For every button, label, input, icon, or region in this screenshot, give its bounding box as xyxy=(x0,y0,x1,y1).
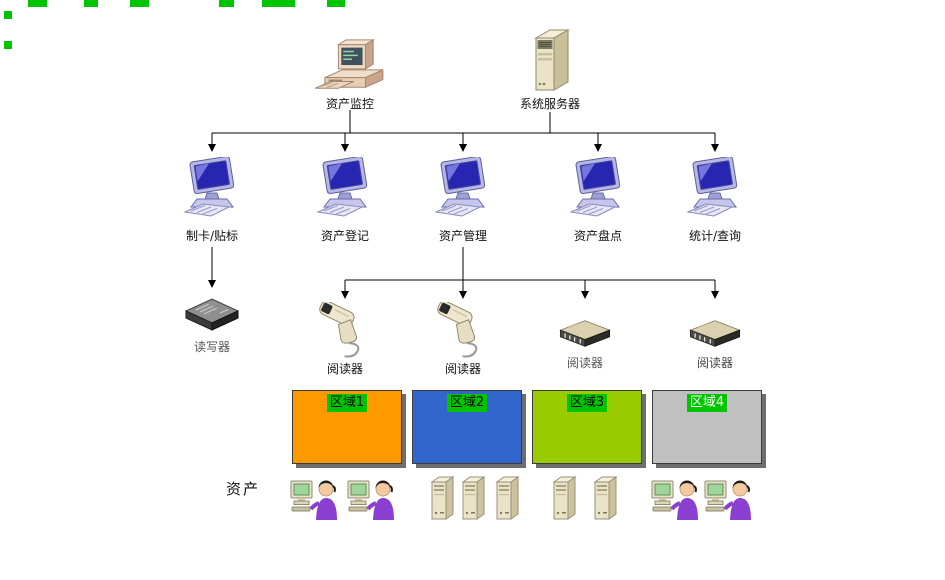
tower-pc-icon xyxy=(427,474,455,522)
box-reader-icon xyxy=(686,316,744,350)
zone-3-label: 区域3 xyxy=(566,394,608,412)
person-computer-icon xyxy=(704,476,756,522)
tower-pc-icon xyxy=(549,474,577,522)
node-card-reader-writer: 读写器 xyxy=(162,294,262,354)
person-computer-icon xyxy=(347,476,399,522)
zone-1: 区域1 xyxy=(292,390,402,464)
node-asset-monitoring: 资产监控 xyxy=(300,37,400,111)
node-asset-inventory: 资产盘点 xyxy=(548,157,648,243)
asset-management-label: 资产管理 xyxy=(438,229,487,243)
asset-inventory-label: 资产盘点 xyxy=(573,229,622,243)
tower-pc-icon xyxy=(492,474,520,522)
statistics-query-label: 统计/查询 xyxy=(688,229,742,243)
reader-1-label: 阅读器 xyxy=(326,362,363,376)
workstation-computer-icon xyxy=(317,157,373,219)
node-reader-2: 阅读器 xyxy=(413,302,513,376)
top-edge-artifact xyxy=(130,0,149,7)
top-edge-artifact xyxy=(84,0,98,7)
node-statistics-query: 统计/查询 xyxy=(665,157,765,243)
zone-2-label: 区域2 xyxy=(446,394,488,412)
person-computer-icon xyxy=(290,476,342,522)
asset-monitoring-label: 资产监控 xyxy=(325,97,374,111)
reader-2-label: 阅读器 xyxy=(444,362,481,376)
desktop-computer-icon xyxy=(314,37,386,95)
workstation-computer-icon xyxy=(184,157,240,219)
top-edge-artifact xyxy=(262,0,295,7)
workstation-computer-icon xyxy=(435,157,491,219)
box-reader-icon xyxy=(556,316,614,350)
asset-registration-label: 资产登记 xyxy=(320,229,369,243)
node-asset-registration: 资产登记 xyxy=(295,157,395,243)
server-icon xyxy=(526,28,574,96)
top-edge-artifact xyxy=(219,0,234,7)
node-reader-3: 阅读器 xyxy=(535,316,635,370)
handheld-scanner-icon xyxy=(319,302,371,360)
tower-pc-icon xyxy=(458,474,486,522)
handheld-scanner-icon xyxy=(437,302,489,360)
top-edge-artifact xyxy=(327,0,345,7)
left-edge-artifact xyxy=(4,11,12,19)
zone-2: 区域2 xyxy=(412,390,522,464)
workstation-computer-icon xyxy=(570,157,626,219)
workstation-computer-icon xyxy=(687,157,743,219)
reader-3-label: 阅读器 xyxy=(566,356,603,370)
node-system-server: 系统服务器 xyxy=(500,28,600,111)
top-edge-artifact xyxy=(28,0,47,7)
node-reader-4: 阅读器 xyxy=(665,316,765,370)
zone-1-label: 区域1 xyxy=(326,394,368,412)
system-server-label: 系统服务器 xyxy=(519,97,580,111)
card-labeling-label: 制卡/贴标 xyxy=(185,229,239,243)
zone-3: 区域3 xyxy=(532,390,642,464)
card-reader-writer-label: 读写器 xyxy=(193,340,230,354)
node-reader-1: 阅读器 xyxy=(295,302,395,376)
person-computer-icon xyxy=(651,476,703,522)
flat-reader-icon xyxy=(180,294,244,334)
tower-pc-icon xyxy=(590,474,618,522)
node-card-labeling: 制卡/贴标 xyxy=(162,157,262,243)
zone-4-label: 区域4 xyxy=(686,394,728,412)
reader-4-label: 阅读器 xyxy=(696,356,733,370)
node-asset-management: 资产管理 xyxy=(413,157,513,243)
left-edge-artifact xyxy=(4,41,12,49)
assets-label: 资产 xyxy=(226,480,261,498)
zone-4: 区域4 xyxy=(652,390,762,464)
